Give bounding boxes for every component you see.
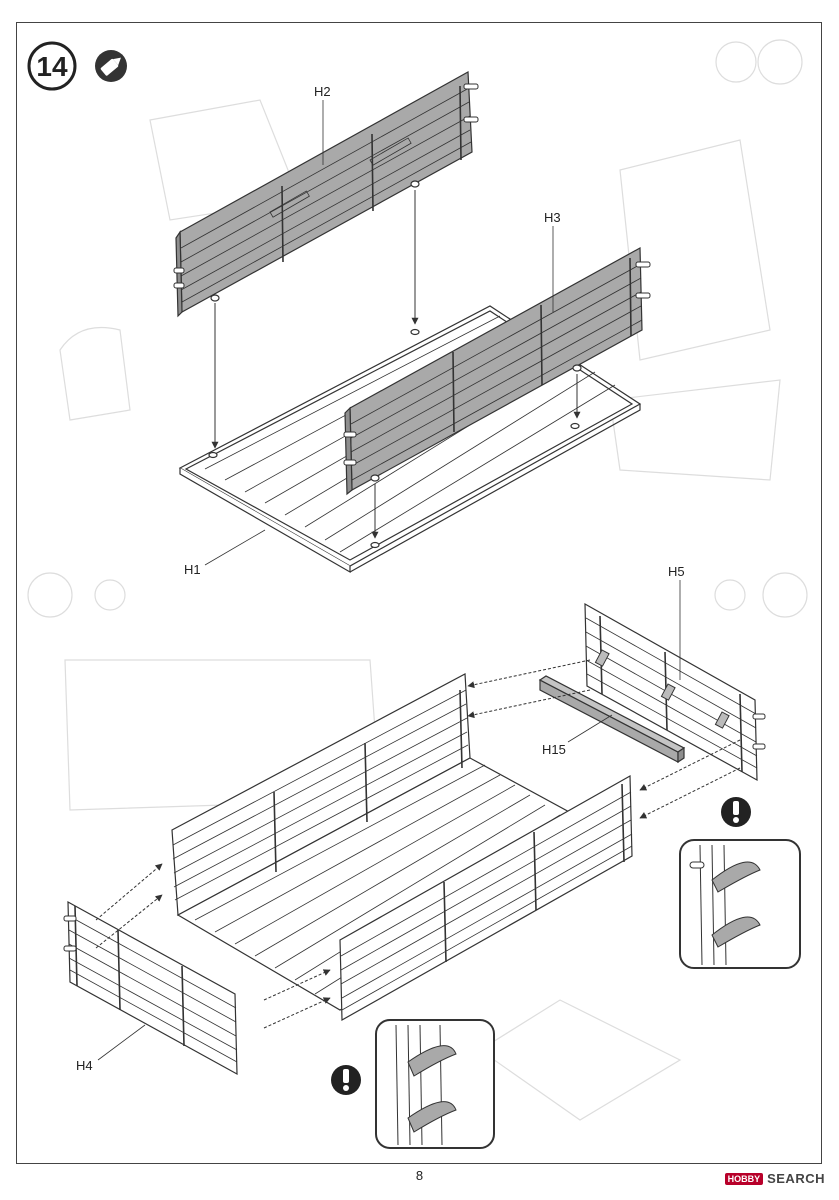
step-number: 14 — [36, 51, 68, 82]
watermark-text: SEARCH — [767, 1171, 825, 1186]
label-h1: H1 — [184, 562, 201, 577]
top-leader-lines — [204, 100, 554, 566]
label-h15: H15 — [542, 742, 566, 757]
ghost-background — [27, 39, 808, 1121]
label-h4: H4 — [76, 1058, 93, 1073]
watermark-brand: HOBBY — [724, 1172, 764, 1185]
brace-h15 — [538, 649, 730, 764]
bottom-arrows — [95, 659, 741, 1029]
label-h5: H5 — [668, 564, 685, 579]
label-h3: H3 — [544, 210, 561, 225]
assembled-bed — [171, 673, 633, 1022]
side-panel-h3 — [343, 246, 651, 496]
bottom-leader-lines — [97, 580, 681, 1061]
tailgate-h4 — [63, 900, 238, 1076]
page-number: 8 — [415, 1168, 424, 1183]
instruction-frame — [16, 22, 822, 1164]
glue-icon — [95, 50, 127, 82]
detail-inset-right — [679, 839, 801, 969]
side-panel-h2 — [173, 71, 479, 318]
detail-inset-bottom — [375, 1019, 495, 1149]
h3-arrows — [371, 374, 581, 539]
watermark: HOBBY SEARCH — [724, 1171, 825, 1186]
warning-icon-bottom — [331, 1065, 361, 1095]
label-h2: H2 — [314, 84, 331, 99]
step-number-badge: 14 — [27, 41, 77, 91]
h2-arrows — [211, 190, 419, 449]
warning-icon-right — [721, 797, 751, 827]
